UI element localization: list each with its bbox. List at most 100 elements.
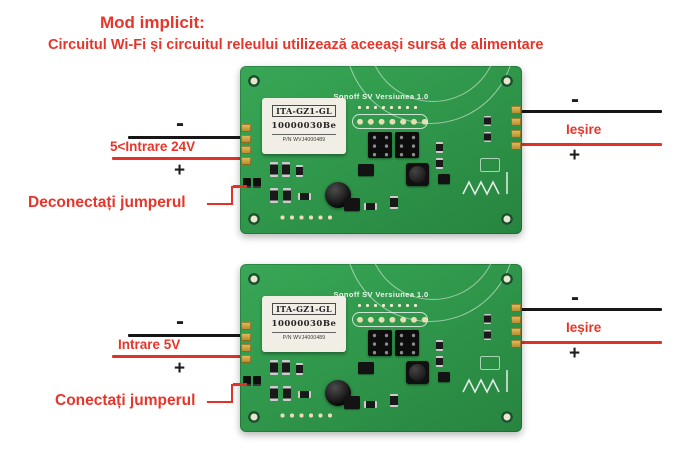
capacitor: [484, 116, 491, 126]
jumper-pins: [253, 376, 261, 386]
output-wire-negative: [516, 308, 662, 311]
solder-pad: [241, 124, 251, 132]
input-voltage-label: 5<Intrare 24V: [110, 139, 196, 154]
through-holes: [356, 104, 422, 111]
wifi-antenna-icon: [462, 180, 500, 196]
capacitor: [270, 360, 278, 375]
solder-pad: [511, 340, 521, 348]
jumper-pointer-line: [207, 186, 233, 205]
jumper-pins: [243, 178, 251, 188]
jumper-instruction-label: Conectați jumperul: [55, 392, 196, 409]
input-wire-negative: [128, 334, 242, 337]
relay-divider: [272, 134, 336, 135]
relay-part-number: P/N WVJ4000489: [282, 137, 326, 143]
solder-pad: [241, 355, 251, 363]
solder-pad: [511, 106, 521, 114]
capacitor: [436, 356, 443, 367]
header-pins: [395, 330, 419, 356]
output-positive-label: +: [569, 145, 581, 166]
solder-pad: [241, 322, 251, 330]
terminal-holes: [352, 312, 428, 327]
capacitor: [283, 188, 291, 203]
output-negative-label: -: [571, 86, 579, 113]
page-subtitle: Circuitul Wi-Fi și circuitul releului ut…: [48, 37, 544, 53]
capacitor: [270, 162, 278, 177]
capacitor: [390, 196, 398, 209]
capacitor: [436, 158, 443, 169]
capacitor: [282, 162, 290, 177]
capacitor: [436, 340, 443, 351]
silkscreen-box: [480, 356, 500, 370]
silkscreen-title: Sonoff SV Versiunea 1.0: [333, 290, 429, 299]
capacitor: [484, 132, 491, 142]
mounting-hole: [248, 213, 260, 225]
input-negative-label: -: [176, 308, 184, 335]
output-wire-negative: [516, 110, 662, 113]
output-negative-label: -: [571, 284, 579, 311]
pcb-board: Sonoff SV Versiunea 1.0 ITA-GZ1-GL 10000…: [240, 66, 522, 234]
solder-pad: [241, 146, 251, 154]
mounting-hole: [248, 75, 260, 87]
input-wire-negative: [128, 136, 242, 139]
capacitor: [484, 330, 491, 340]
mounting-hole: [501, 411, 513, 423]
through-holes: [278, 213, 336, 222]
output-wire-positive: [516, 143, 662, 146]
relay-code-text: 10000030Be: [271, 121, 337, 131]
ic-chip: [438, 372, 450, 382]
through-holes: [356, 302, 422, 309]
solder-pad: [511, 304, 521, 312]
jumper-pins: [253, 178, 261, 188]
silkscreen-box: [480, 158, 500, 172]
relay-code-text: 10000030Be: [271, 319, 337, 329]
wifi-antenna-icon: [462, 378, 500, 394]
jumper-pins: [243, 376, 251, 386]
push-button: [406, 163, 429, 186]
capacitor: [364, 203, 377, 210]
relay-model-text: ITA-GZ1-GL: [272, 105, 336, 117]
capacitor: [296, 363, 303, 375]
pcb-board: Sonoff SV Versiunea 1.0 ITA-GZ1-GL 10000…: [240, 264, 522, 432]
silkscreen-line: [506, 172, 508, 194]
jumper-pointer-tick: [233, 185, 247, 188]
relay-divider: [272, 332, 336, 333]
solder-pad: [511, 118, 521, 126]
capacitor: [270, 386, 278, 401]
silkscreen-title: Sonoff SV Versiunea 1.0: [333, 92, 429, 101]
input-wire-positive: [112, 157, 242, 160]
silkscreen-line: [506, 370, 508, 392]
relay-part-number: P/N WVJ4000489: [282, 335, 326, 341]
header-pins: [395, 132, 419, 158]
ic-chip: [358, 164, 374, 176]
jumper-pointer-line: [207, 384, 233, 403]
ic-chip: [344, 198, 360, 211]
terminal-holes: [352, 114, 428, 129]
input-voltage-label: Intrare 5V: [118, 337, 181, 352]
mounting-hole: [501, 273, 513, 285]
solder-pad: [241, 333, 251, 341]
mounting-hole: [501, 75, 513, 87]
input-positive-label: +: [174, 160, 186, 181]
solder-pad: [511, 328, 521, 336]
input-negative-label: -: [176, 110, 184, 137]
capacitor: [436, 142, 443, 153]
solder-pad: [511, 130, 521, 138]
solder-pad: [241, 344, 251, 352]
page-title: Mod implicit:: [100, 13, 205, 32]
solder-pad: [511, 142, 521, 150]
input-positive-label: +: [174, 358, 186, 379]
ic-chip: [438, 174, 450, 184]
relay: ITA-GZ1-GL 10000030Be P/N WVJ4000489: [262, 296, 346, 352]
capacitor: [364, 401, 377, 408]
mounting-hole: [501, 213, 513, 225]
relay: ITA-GZ1-GL 10000030Be P/N WVJ4000489: [262, 98, 346, 154]
through-holes: [278, 411, 336, 420]
header-pins: [368, 330, 392, 356]
capacitor: [298, 193, 311, 200]
capacitor: [270, 188, 278, 203]
capacitor: [282, 360, 290, 375]
output-label: Ieșire: [566, 122, 602, 137]
mounting-hole: [248, 411, 260, 423]
capacitor: [283, 386, 291, 401]
